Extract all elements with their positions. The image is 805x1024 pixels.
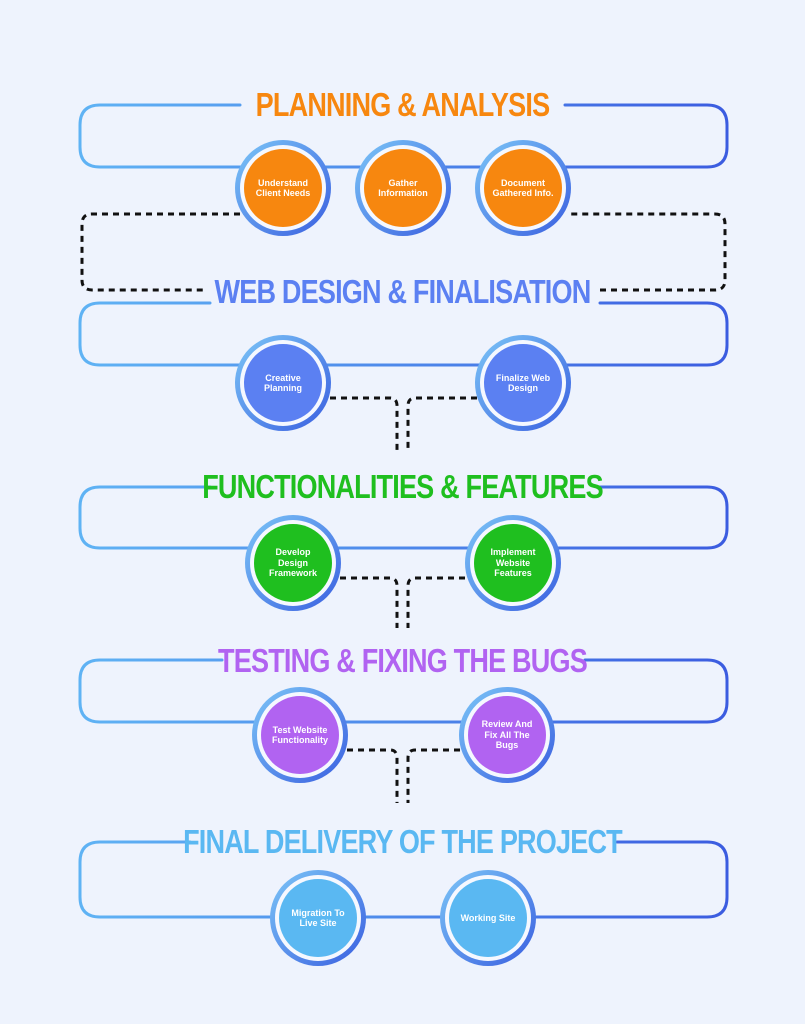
dotted-connector-1: [80, 212, 727, 292]
section-title-planning: PLANNING & ANALYSIS: [255, 86, 550, 123]
section-title-delivery: FINAL DELIVERY OF THE PROJECT: [183, 823, 623, 860]
section-frame-5: [78, 840, 729, 919]
section-frame-3: [78, 485, 729, 550]
section-frame-4: [78, 658, 729, 724]
section-title-testing: TESTING & FIXING THE BUGS: [218, 642, 588, 679]
step-node: Migration To Live Site: [270, 870, 366, 966]
dotted-connector-2: [330, 396, 477, 450]
step-node: Creative Planning: [235, 335, 331, 431]
dotted-connector-4: [347, 748, 460, 803]
dotted-connector-3: [340, 576, 465, 628]
step-node: Test Website Functionality: [252, 687, 348, 783]
step-node: Finalize Web Design: [475, 335, 571, 431]
section-title-design: WEB DESIGN & FINALISATION: [214, 273, 592, 310]
step-node: Review And Fix All The Bugs: [459, 687, 555, 783]
step-node: Document Gathered Info.: [475, 140, 571, 236]
step-node: Understand Client Needs: [235, 140, 331, 236]
step-node: Develop Design Framework: [245, 515, 341, 611]
step-node: Implement Website Features: [465, 515, 561, 611]
section-frame-2: [78, 301, 729, 367]
step-node: Working Site: [440, 870, 536, 966]
section-title-features: FUNCTIONALITIES & FEATURES: [202, 468, 603, 505]
step-node: Gather Information: [355, 140, 451, 236]
